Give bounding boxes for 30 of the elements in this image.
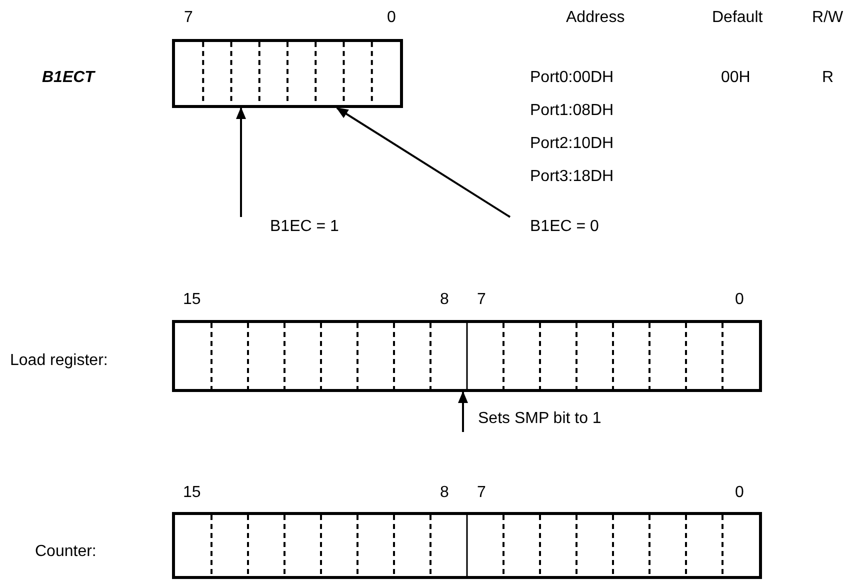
- register-box: [172, 512, 762, 579]
- address-value: Port3:18DH: [530, 167, 614, 187]
- register-box: [172, 39, 403, 108]
- arrow: [336, 107, 511, 218]
- register-name: Counter:: [35, 542, 96, 562]
- bit-number: 7: [477, 483, 486, 503]
- column-header: Default: [712, 8, 763, 28]
- register-name: B1ECT: [42, 68, 94, 88]
- condition-text: B1EC = 0: [530, 217, 599, 237]
- bit-number: 0: [387, 8, 396, 28]
- bit-number: 7: [184, 8, 193, 28]
- register-box: [172, 320, 762, 392]
- address-value: Port2:10DH: [530, 134, 614, 154]
- bit-number: 8: [440, 290, 449, 310]
- register-name: Load register:: [10, 351, 108, 371]
- column-header: R/W: [812, 8, 844, 28]
- address-value: Port1:08DH: [530, 101, 614, 121]
- bit-number: 8: [440, 483, 449, 503]
- column-header: Address: [566, 8, 625, 28]
- bit-number: 7: [477, 290, 486, 310]
- access-value: R: [822, 68, 834, 88]
- address-value: Port0:00DH: [530, 68, 614, 88]
- bit-number: 0: [735, 483, 744, 503]
- bit-number: 15: [183, 290, 201, 310]
- default-value: 00H: [721, 68, 750, 88]
- condition-text: B1EC = 1: [270, 217, 339, 237]
- bit-number: 15: [183, 483, 201, 503]
- bit-number: 0: [735, 290, 744, 310]
- arrow: [458, 391, 468, 432]
- arrow: [236, 107, 246, 217]
